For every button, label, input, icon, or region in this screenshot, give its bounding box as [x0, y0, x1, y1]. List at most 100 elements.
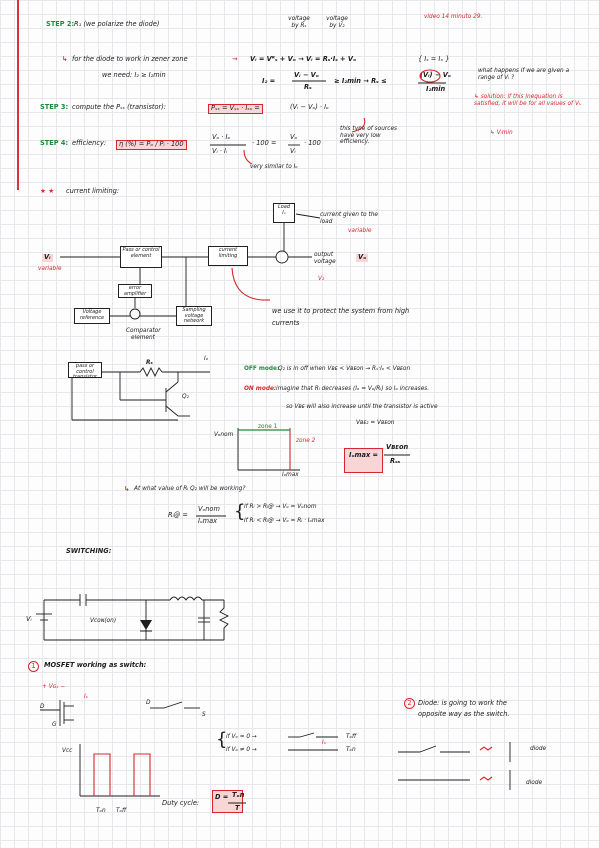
rs-label: Rₛ: [146, 360, 153, 366]
d-label: D: [40, 704, 45, 710]
mosfet-brace: {: [216, 729, 228, 750]
eff-den: Vᵢ · Iᵢ: [212, 147, 228, 155]
eq-iz-num: Vᵢ − Vₒ: [294, 71, 319, 79]
graph-x-label: Iₒmax: [282, 472, 299, 478]
duty-den: T: [235, 804, 240, 812]
mosfet-case2: if Vₒ ≠ 0 →: [226, 747, 257, 753]
duty-num: Tₒn: [232, 791, 245, 799]
star-mark: ★ ★: [40, 187, 55, 195]
voltage-ref-box: Voltage reference: [74, 308, 110, 324]
vcc-label: Vᴄᴄ: [62, 748, 73, 754]
s-label: S: [202, 712, 206, 718]
rl-lhs: Rₗ@ =: [168, 511, 188, 519]
step3-text: compute the Pₛₛ (transistor):: [72, 103, 167, 111]
drawing-red: [93, 69, 493, 796]
toff-axis-label: Tₒff: [116, 808, 127, 814]
rl-case2: if Rₗ < Rₗ@ → Vₒ = Rₗ · Iₒmax: [244, 518, 325, 524]
rl-question: At what value of Rₗ Q₂ will be working?: [134, 486, 246, 492]
ton-axis-label: Tₒn: [96, 808, 106, 814]
rl-num: Vₒnom: [198, 505, 220, 513]
iomax-box: Iₒmax =: [344, 448, 384, 473]
ton-label: Tₒn: [346, 747, 356, 753]
diode-label-2: diode: [526, 780, 543, 786]
voltage-vz-label: voltage by V₂: [326, 16, 348, 29]
sampling-box: Sampling voltage network: [176, 306, 212, 326]
eff-end: · 100: [304, 139, 321, 147]
vi-input: Vᵢ: [42, 253, 53, 262]
similar-note: very similar to Iₒ: [250, 164, 298, 170]
vbe2-text: Vʙᴇ₂ = Vʙᴇon: [356, 420, 395, 426]
load-io-label: Iₒ: [282, 209, 286, 216]
eff-frac-num: Vₒ: [290, 133, 298, 141]
margin-line: [17, 0, 19, 190]
eff-frac-den: Vᵢ: [290, 147, 296, 155]
zone1-label: zone 1: [258, 424, 278, 430]
on-mode-text-2: so Vʙᴇ will also increase until the tran…: [286, 404, 438, 410]
duty-cycle-label: Duty cycle:: [162, 799, 200, 807]
io-label-2: Iₒ: [204, 356, 209, 362]
duty-box: D =: [212, 790, 244, 813]
eff-tail: · 100 =: [252, 139, 277, 147]
what-happens-note: what happens if we are given a range of …: [478, 68, 570, 81]
vi-variable: variable: [38, 266, 62, 272]
zone2-label: zone 2: [296, 438, 316, 444]
output-voltage-label: output voltage: [314, 252, 336, 265]
on-mode-text: imagine that Rₗ decreases (Iₒ = Vₒ/Rₗ) s…: [276, 386, 430, 392]
eq-rs-den: I₂min: [426, 85, 446, 93]
case-brace: {: [234, 501, 246, 522]
eq-iz-mid: ≥ I₂min → Rₛ ≤: [334, 77, 387, 85]
eff-num: Vₒ · Iₒ: [212, 133, 231, 141]
is-label: Iₛ: [84, 694, 88, 700]
duty-lhs: D =: [215, 793, 229, 801]
protect-note: we use it to protect the system from hig…: [272, 307, 410, 327]
toff-label: Tₒff: [346, 734, 357, 740]
arrow-red: ⇝: [232, 55, 238, 63]
variable-red-note: variable: [348, 228, 372, 234]
switching-vcon: Vᴄᴏɴ(on): [90, 618, 117, 624]
eq-iz-left: I₂ =: [262, 77, 276, 85]
eq-vi: Vᵢ = Vᴿₛ + Vₒ → Vᵢ = Rₛ·Iₛ + Vₒ: [250, 55, 357, 63]
diode-text: Diode: is going to work the opposite way…: [418, 699, 510, 719]
drawing-fills: [140, 620, 152, 632]
load-label: Load: [277, 204, 291, 210]
g-label: G: [52, 722, 57, 728]
mosfet-title: MOSFET working as switch:: [44, 661, 147, 669]
q2-label: Q₂: [182, 394, 189, 400]
vimin-note: ↳ Vᵢmin: [490, 130, 513, 136]
load-box: Load Iₒ: [273, 203, 295, 223]
iomax-num: Vʙᴇon: [386, 443, 409, 451]
voltage-rs-label: voltage by Rₛ: [288, 16, 310, 29]
we-need-text: we need: I₂ ≥ I₂min: [102, 71, 166, 79]
eq-is-it: { Iₛ = Iₓ }: [418, 55, 450, 63]
step2-label: STEP 2:: [46, 20, 75, 28]
iomax-lhs: Iₒmax =: [349, 451, 379, 459]
efficiency-formula: η (%) = Pₒ / Pᵢ · 100: [116, 140, 187, 150]
error-amp-box: error amplifier: [118, 284, 152, 298]
current-limiting-title: current limiting:: [66, 187, 120, 195]
rl-case1: if Rₗ > Rₗ@ → Vₒ = Vₒnom: [244, 504, 317, 510]
step4-label: STEP 4:: [40, 139, 69, 147]
graph-y-label: Vₒnom: [214, 432, 234, 438]
question-arrow: ↳: [124, 485, 130, 493]
diode-number: 2: [404, 698, 415, 709]
pss-box: Pₛₛ = Vₛₛ · Iₛₛ =: [208, 104, 263, 114]
mosfet-number: 1: [28, 661, 39, 672]
step4-text: efficiency:: [72, 139, 107, 147]
vz-label: V₂: [318, 276, 325, 282]
d-label-2: D: [146, 700, 151, 706]
eq-rs-num: (Vᵢ) − Vₒ: [420, 71, 452, 79]
comparator-label: Comparator element: [126, 328, 161, 341]
low-efficiency-note: this type of sources have very low effic…: [340, 126, 398, 146]
on-mode-label: ON mode:: [244, 386, 277, 392]
diode-label-1: diode: [530, 746, 547, 752]
switching-title: SWITCHING:: [66, 547, 112, 555]
pass-transistor-box: pass or control transistor: [68, 362, 102, 380]
iomax-den: Rₛₛ: [390, 457, 401, 465]
arrow-mark: ↳: [62, 55, 68, 63]
step2-title: R₁ (we polarize the diode): [74, 20, 160, 28]
off-mode-label: OFF mode:: [244, 366, 280, 372]
red-note: video 14 minuto 29.: [424, 14, 483, 20]
vgs-label: + Vɢₛ −: [42, 684, 66, 690]
rl-den: Iₒmax: [198, 517, 218, 525]
